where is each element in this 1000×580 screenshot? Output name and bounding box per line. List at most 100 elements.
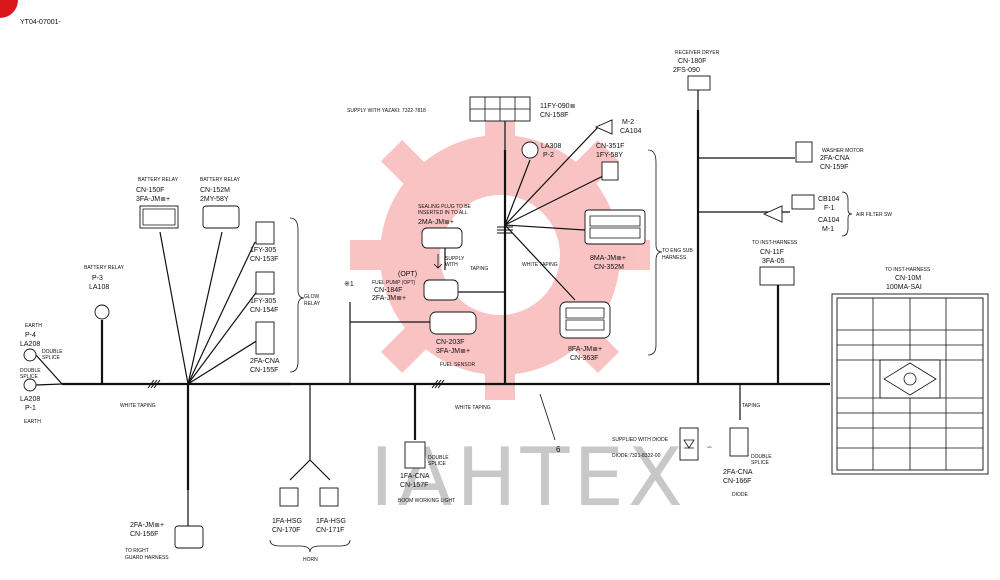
receiver-dryer-title: RECEIVER DRYER xyxy=(675,50,720,56)
earth-bottom-p: P-1 xyxy=(25,405,36,412)
cn363-cn: CN-363F xyxy=(570,355,598,362)
washer-motor-cn: CN-159F xyxy=(820,164,848,171)
horn-cn171-cn: CN-171F xyxy=(316,527,344,534)
double-splice-right-b: SPLICE xyxy=(751,460,769,466)
center-fan-wires xyxy=(504,124,606,301)
double-splice-left-2a: DOUBLE xyxy=(20,368,41,374)
terminal-ca104-right xyxy=(762,205,783,223)
to-eng-sub-a: TO ENG SUB xyxy=(662,248,693,254)
cn351-type: 1FY-58Y xyxy=(596,152,623,159)
to-right-guard-b: GUARD HARNESS xyxy=(125,555,169,561)
receiver-dryer-type: 2FS-090 xyxy=(673,67,700,74)
ca104-right-m: M-1 xyxy=(822,226,834,233)
double-splice-right-a: DOUBLE xyxy=(751,454,772,460)
number-6: 6 xyxy=(556,445,561,454)
cb104-f: F-1 xyxy=(824,205,835,212)
connector-cn159f xyxy=(795,141,813,163)
fuel-sensor-wire xyxy=(349,302,430,384)
battery-relay-1-title: BATTERY RELAY xyxy=(138,177,179,183)
diode-word: DIODE xyxy=(732,492,749,498)
connector-cn157f xyxy=(404,441,426,469)
to-inst-1-type: 3FA-05 xyxy=(762,258,785,265)
connector-cn11f xyxy=(759,266,795,286)
terminal-cb104 xyxy=(791,194,815,210)
cn156-type: 2FA-JM≣+ xyxy=(130,520,164,529)
battery-relay-1-cn: CN-150F xyxy=(136,187,164,194)
connector-cn351f xyxy=(601,161,619,181)
horn-cn171-type: 1FA-HSG xyxy=(316,518,346,525)
cb104-cb: CB104 xyxy=(818,196,840,203)
to-eng-sub-b: HARNESS xyxy=(662,255,687,261)
supply-arrow-icon xyxy=(433,254,443,269)
washer-motor-type: 2FA-CNA xyxy=(820,155,850,162)
air-filter-brace xyxy=(841,191,853,237)
horn-brace xyxy=(269,539,351,553)
taping-marks xyxy=(147,226,513,389)
number-6-leader xyxy=(539,393,556,441)
horn-cn170-type: 1FA-HSG xyxy=(272,518,302,525)
glow-relay-brace xyxy=(289,217,305,373)
cn-2ma: 2MA-JM≣+ xyxy=(418,217,454,226)
cn203-cn: CN-203F xyxy=(436,339,464,346)
to-inst-2-type: 100MA-SAI xyxy=(886,284,922,291)
connector-cn154f xyxy=(255,271,275,295)
white-taping-label-2: WHITE TAPING xyxy=(522,262,558,268)
cn155-type: 2FA-CNA xyxy=(250,358,280,365)
to-inst-2-cn: CN-10M xyxy=(895,275,921,282)
white-taping-label-1: WHITE TAPING xyxy=(120,403,156,409)
opt-label: (OPT) xyxy=(398,271,417,278)
supply-with-a: SUPPLY xyxy=(445,256,465,262)
ca104-top-ca: CA104 xyxy=(620,128,642,135)
cn352-cn: CN-352M xyxy=(594,264,624,271)
diode-component xyxy=(679,427,699,461)
cn153-type: 1FY-305 xyxy=(250,247,276,254)
earth-word: EARTH xyxy=(24,419,41,425)
cn156-cn: CN-156F xyxy=(130,531,158,538)
cn154-type: 1FY-305 xyxy=(250,298,276,305)
cn352-type: 8MA-JM≣+ xyxy=(590,253,626,262)
terminal-la108 xyxy=(94,304,110,320)
to-inst-1-title: TO INST-HARNESS xyxy=(752,240,798,246)
double-splice-left-1b: SPLICE xyxy=(42,355,60,361)
connector-cn156f xyxy=(174,525,204,549)
horn-cn170-cn: CN-170F xyxy=(272,527,300,534)
cn351-cn: CN-351F xyxy=(596,143,624,150)
terminal-la308 xyxy=(521,141,539,159)
battery-relay-1-type: 3FA-JM≣+ xyxy=(136,194,170,203)
connector-cn203f xyxy=(429,311,477,335)
battery-relay-3-title: BATTERY RELAY xyxy=(84,265,125,271)
fuel-sensor-label: FUEL SENSOR xyxy=(440,362,475,368)
earth-wires xyxy=(35,354,63,386)
double-splice-left-1a: DOUBLE xyxy=(42,349,63,355)
taping-label-2: TAPING xyxy=(742,403,760,409)
la308-label: LA308 xyxy=(541,143,561,150)
supply-with-b: WITH xyxy=(445,262,458,268)
cn157-cn: CN-157F xyxy=(400,482,428,489)
connector-cn166f xyxy=(729,427,749,457)
earth-top-p: P-4 xyxy=(25,332,36,339)
battery-relay-2-title: BATTERY RELAY xyxy=(200,177,241,183)
page-code: YT04-07001- xyxy=(20,19,62,26)
battery-relay-3-la: LA108 xyxy=(89,284,109,291)
diode-arrow-icon: ⇔ xyxy=(706,444,713,451)
double-splice-left-2b: SPLICE xyxy=(20,374,38,380)
white-taping-label-3: WHITE TAPING xyxy=(455,405,491,411)
earth-top-title: EARTH xyxy=(25,323,42,329)
diode-num-label: DIODE:7321-8332-00 xyxy=(612,453,661,459)
cn154-cn: CN-154F xyxy=(250,307,278,314)
to-inst-2-title: TO INST-HARNESS xyxy=(885,267,931,273)
cn363-type: 8FA-JM≣+ xyxy=(568,344,602,353)
ca104-right-ca: CA104 xyxy=(818,217,840,224)
ca104-top-m: M-2 xyxy=(622,119,634,126)
sealing-plug-a: SEALING PLUG TO BE xyxy=(418,204,472,210)
terminal-p4 xyxy=(23,348,37,362)
connector-2ma xyxy=(421,227,463,249)
horn-label: HORN xyxy=(303,557,318,563)
double-splice-mid-b: SPLICE xyxy=(428,461,446,467)
receiver-dryer-cn: CN-180F xyxy=(678,58,706,65)
terminal-ca104-top xyxy=(594,119,613,135)
to-inst-1-cn: CN-11F xyxy=(760,249,784,256)
branch-horn xyxy=(289,384,331,481)
fuel-pump-cn: CN-184F xyxy=(374,287,402,294)
corner-mark-icon xyxy=(0,0,18,18)
